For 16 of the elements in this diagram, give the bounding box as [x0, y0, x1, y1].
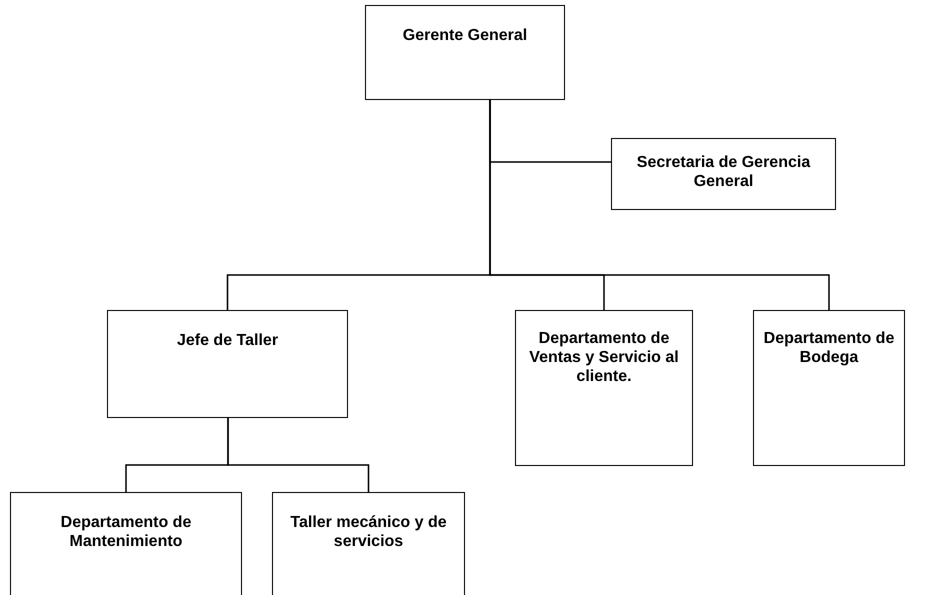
box-label: Departamento de Mantenimiento [60, 513, 192, 551]
box-label: Departamento de Bodega [762, 329, 896, 367]
org-box [107, 310, 348, 418]
org-box [611, 138, 836, 210]
box-label: Departamento de Ventas y Servicio al cliente. [528, 329, 680, 386]
box-label: Taller mecánico y de servicios [289, 513, 448, 551]
box-label: Jefe de Taller [176, 331, 280, 350]
org-box [515, 310, 693, 466]
connector-line [227, 418, 370, 492]
box-label: Gerente General [402, 26, 528, 45]
org-box [753, 310, 905, 466]
org-box [10, 492, 242, 595]
org-box [272, 492, 465, 595]
connector-line [489, 100, 830, 310]
org-box [365, 5, 565, 100]
box-label: Secretaria de Gerencia General [636, 153, 812, 191]
